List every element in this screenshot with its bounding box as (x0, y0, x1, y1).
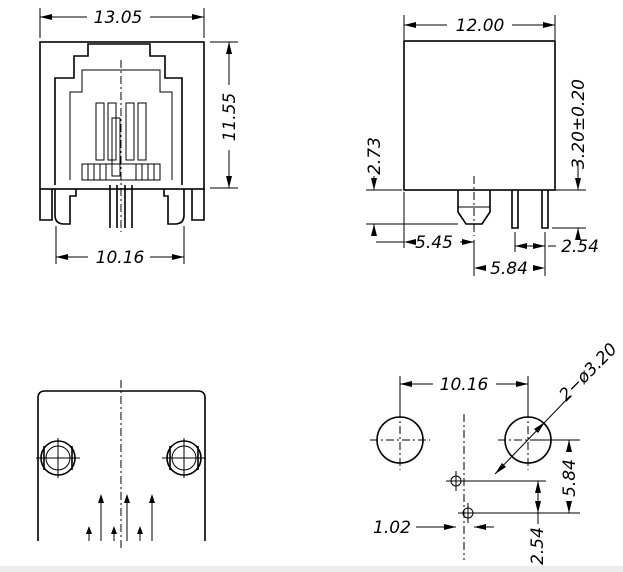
front-view: 13.05 11.55 10.16 (39, 8, 240, 268)
dim-side-width-label: 12.00 (456, 16, 505, 36)
dim-side-offset-b-label: 5.84 (490, 259, 528, 279)
dim-pcb-hole-span: 10.16 (399, 375, 529, 412)
dim-side-pitch-label: 2.54 (561, 237, 599, 257)
dim-pcb-row-offset: 5.84 (476, 439, 580, 514)
dim-side-offset-a: 5.45 (376, 192, 474, 253)
bottom-strip (0, 566, 623, 572)
dim-pcb-hole-callout: 2−ø3.20 (494, 339, 621, 475)
dim-side-height-label: 3.20±0.20 (569, 79, 589, 169)
dim-front-width-label: 13.05 (94, 8, 143, 28)
dim-side-pitch: 2.54 (514, 232, 599, 257)
dim-side-standoff-label: 2.73 (365, 137, 385, 175)
dim-side-standoff: 2.73 (365, 137, 458, 236)
dim-front-height-label: 11.55 (220, 93, 240, 142)
dim-pcb-pin-offset: 1.02 (373, 518, 494, 538)
bottom-view (36, 380, 206, 548)
pcb-layout: 10.16 2−ø3.20 5.84 2.54 (370, 339, 621, 565)
pcb-pin-holes (446, 414, 478, 560)
front-body-outline (39, 41, 205, 190)
dim-front-height: 11.55 (210, 41, 240, 189)
dim-pcb-row-offset-label: 5.84 (560, 459, 580, 497)
dim-side-offset-b: 5.84 (473, 232, 546, 279)
dim-pcb-hole-callout-label: 2−ø3.20 (555, 339, 621, 405)
side-body-outline (403, 40, 556, 191)
dim-side-width: 12.00 (403, 15, 556, 40)
dim-pcb-hole-span-label: 10.16 (440, 375, 489, 395)
bottom-peg-right (162, 438, 206, 478)
contact-fingers (95, 102, 147, 177)
front-pegs (39, 185, 205, 228)
bottom-peg-left (36, 438, 80, 478)
plug-opening-inner (69, 69, 173, 180)
pcb-hole-left (370, 410, 430, 470)
dim-front-pin-span-label: 10.16 (96, 248, 145, 268)
side-pins (511, 190, 549, 229)
dim-front-pin-span: 10.16 (55, 226, 185, 268)
side-view: 12.00 3.20±0.20 2.73 (365, 15, 599, 279)
dim-pcb-pin-pitch: 2.54 (462, 480, 548, 565)
dim-pcb-pin-pitch-label: 2.54 (528, 527, 548, 565)
dim-front-width: 13.05 (39, 8, 205, 38)
plug-opening (54, 43, 183, 185)
dim-side-height: 3.20±0.20 (552, 79, 589, 240)
bottom-pins (86, 494, 155, 541)
dim-pcb-pin-offset-label: 1.02 (373, 518, 411, 538)
dim-side-offset-a-label: 5.45 (415, 233, 453, 253)
